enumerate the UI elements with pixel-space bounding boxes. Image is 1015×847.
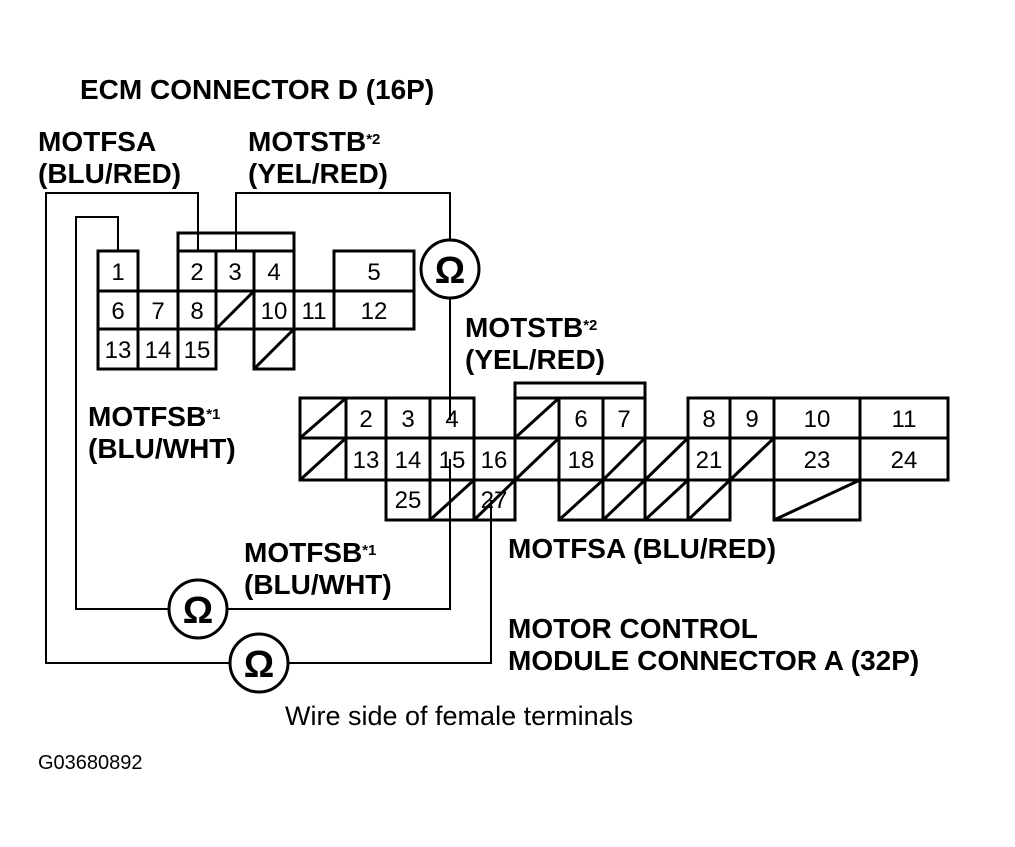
motfsa-ecm-name: MOTFSA [38,126,157,157]
wire-motfsa-b [289,500,492,664]
motfsb-mcm-name: MOTFSB [244,537,363,568]
motstb-ecm-footnote: *2 [366,131,381,148]
mcm-cell-27 [472,478,517,522]
ecm-blank-b-slash [252,327,296,371]
mcm-pin-label: 24 [891,447,918,474]
motfsb-mcm-color: (BLU/WHT) [244,569,392,600]
mcm-connector-title-line2: MODULE CONNECTOR A (32P) [508,645,920,676]
mcm-cell-27-slash [472,478,517,522]
ecm-pin-label: 8 [190,298,203,325]
mcm-blank-5-slash [513,396,561,440]
motstb-ecm-color: (YEL/RED) [248,158,388,189]
motfsa-ecm-label: MOTFSA [38,126,156,158]
mcm-pin-label: 7 [617,406,630,433]
ecm-pin-label: 14 [145,337,172,364]
mcm-blank-1-slash [299,396,347,440]
motstb-ecm-name: MOTSTB [248,126,367,157]
ecm-blank-a-slash [214,289,256,331]
mcm-blank-30-slash [643,478,690,522]
mcm-pin-label: 9 [745,406,758,433]
wire-motfsb [75,216,168,610]
motfsb-mcm-footnote: *1 [362,542,377,559]
ohm-symbol-motstb: Ω [435,250,465,292]
ecm-cell-blank-b [252,327,296,371]
mcm-pin-label: 4 [445,406,458,433]
wire-motfsb-b [228,459,451,610]
motfsb-ecm-color: (BLU/WHT) [88,433,236,464]
motfsa-mcm-label: MOTFSA (BLU/RED) [508,533,777,564]
mcm-pin-label: 18 [568,447,595,474]
ecm-pin-label: 12 [361,298,388,325]
ohmmeter-motstb: Ω [419,238,481,300]
view-caption: Wire side of female terminals [285,701,634,731]
motfsb-ecm-name: MOTFSB [88,401,207,432]
ecm-cell-12 [332,289,416,331]
wire-motstb [235,192,451,251]
mcm-pin-label: 13 [353,447,380,474]
mcm-pin-label: 21 [696,447,723,474]
ecm-pin-label: 3 [228,259,241,286]
ecm-pin-label: 7 [151,298,164,325]
ecm-pin-label: 6 [111,298,124,325]
mcm-blank-31-slash [686,478,732,522]
mcm-pin-label: 16 [481,447,508,474]
ohm-symbol-motfsb: Ω [183,590,213,632]
motstb-mcm-name: MOTSTB [465,312,584,343]
mcm-blank-29-slash [601,478,647,522]
ecm-pin-label: 15 [184,337,211,364]
mcm-pin-label: 10 [804,406,831,433]
ecm-pin-label: 2 [190,259,203,286]
mcm-connector-a [298,381,950,522]
motfsb-ecm-label: MOTFSB*1 [88,401,220,433]
mcm-blank-28-slash [557,478,605,522]
ohmmeter-motfsb: Ω [167,578,229,640]
motfsa-ecm-color: (BLU/RED) [38,158,182,189]
mcm-pin-label: 3 [401,406,414,433]
motstb-ecm-label: MOTSTB*2 [248,126,380,158]
ohm-symbol-motfsa: Ω [244,644,274,686]
motfsb-mcm-label: MOTFSB*1 [244,537,376,569]
ecm-pin-label: 5 [367,259,380,286]
mcm-connector-title-line1: MOTOR CONTROL [508,613,758,644]
mcm-cell-blank-32 [772,478,862,522]
ecm-connector-d [96,231,416,371]
mcm-blank-26-slash [428,478,476,522]
mcm-pin-label: 6 [574,406,587,433]
mcm-key-tab [513,381,647,400]
mcm-blank-32-slash [773,478,861,522]
ecm-pin-label: 1 [111,259,124,286]
mcm-pin-label: 27 [481,487,508,514]
mcm-blank-20-slash [643,436,690,482]
mcm-blank-12-slash [298,436,348,482]
mcm-pin-label: 14 [395,447,422,474]
mcm-cell-24 [858,436,950,482]
figure-code: G03680892 [38,752,143,774]
ecm-pin-label: 11 [302,298,327,325]
ecm-connector-title: ECM CONNECTOR D (16P) [80,74,435,105]
mcm-blank-22-slash [728,436,776,482]
ecm-cell-15 [176,327,218,371]
mcm-pin-label: 11 [892,406,917,433]
mcm-blank-17-slash [513,436,561,482]
motstb-mcm-footnote: *2 [583,317,598,334]
mcm-pin-label: 2 [359,406,372,433]
motstb-mcm-color: (YEL/RED) [465,344,605,375]
mcm-blank-19-slash [601,436,647,482]
wire-motfsa [45,192,229,664]
ecm-pin-label: 13 [105,337,132,364]
ecm-pin-label: 10 [261,298,288,325]
mcm-cell-blank-31 [686,478,732,522]
mcm-pin-label: 15 [439,447,466,474]
mcm-pin-label: 8 [702,406,715,433]
motfsb-ecm-footnote: *1 [206,406,221,423]
motstb-mcm-label: MOTSTB*2 [465,312,597,344]
mcm-pin-label: 23 [804,447,831,474]
mcm-pin-label: 25 [395,487,422,514]
ohmmeter-motfsa: Ω [228,632,290,694]
ecm-pin-label: 4 [267,259,280,286]
